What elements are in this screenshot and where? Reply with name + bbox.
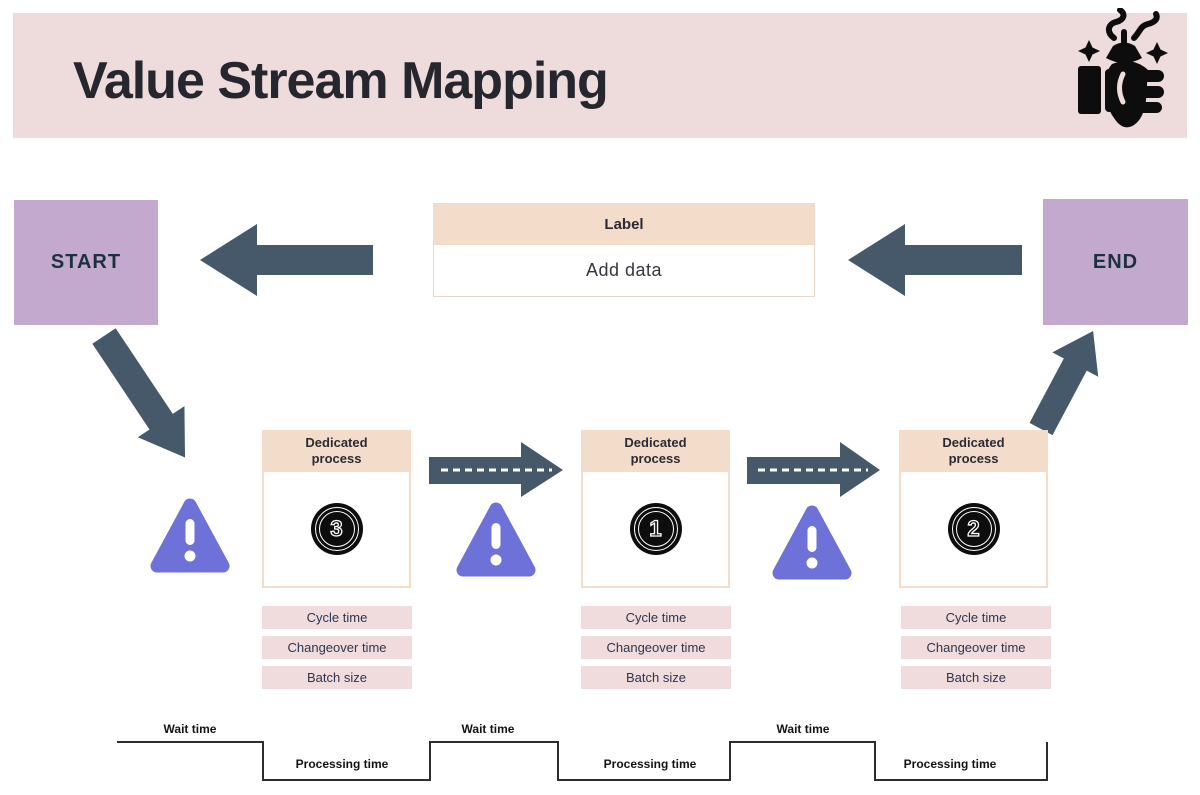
- warning-triangle-3[interactable]: [772, 505, 852, 580]
- metric-batch-size-1[interactable]: Batch size: [262, 666, 412, 689]
- metric-changeover-time-2[interactable]: Changeover time: [581, 636, 731, 659]
- arrow-into-start[interactable]: [200, 224, 373, 296]
- metric-cycle-time-2[interactable]: Cycle time: [581, 606, 731, 629]
- hand-tool-icon: [1078, 8, 1168, 128]
- warning-triangle-1[interactable]: [150, 498, 230, 573]
- metric-changeover-time-3[interactable]: Changeover time: [901, 636, 1051, 659]
- process-box-1-header: Dedicated process: [262, 430, 411, 472]
- step-number-badge-2: 2: [947, 503, 1000, 555]
- exclamation-icon: [185, 519, 195, 545]
- processing-time-label-3: Processing time: [903, 757, 997, 771]
- process-box-2-body: 1: [581, 472, 730, 588]
- process-box-1[interactable]: Dedicated process 3: [262, 430, 411, 588]
- timeline-step-line: [117, 741, 1048, 781]
- exclamation-icon: [807, 526, 817, 552]
- flow-arrow-2[interactable]: [747, 442, 880, 497]
- process-box-2-header: Dedicated process: [581, 430, 730, 472]
- start-node-label: START: [50, 251, 122, 273]
- end-node-label: END: [1092, 250, 1139, 273]
- metric-batch-size-2[interactable]: Batch size: [581, 666, 731, 689]
- warning-triangle-2[interactable]: [456, 502, 536, 577]
- process-box-2[interactable]: Dedicated process 1: [581, 430, 730, 588]
- metric-batch-size-3[interactable]: Batch size: [901, 666, 1051, 689]
- metric-changeover-time-1[interactable]: Changeover time: [262, 636, 412, 659]
- flow-arrow-1[interactable]: [429, 442, 563, 497]
- arrow-into-label[interactable]: [848, 224, 1022, 296]
- metric-cycle-time-3[interactable]: Cycle time: [901, 606, 1051, 629]
- process-box-1-body: 3: [262, 472, 411, 588]
- start-node[interactable]: START: [14, 200, 158, 325]
- wait-time-label-1: Wait time: [163, 722, 217, 736]
- metric-cycle-time-1[interactable]: Cycle time: [262, 606, 412, 629]
- exclamation-icon: [491, 523, 501, 549]
- wait-time-label-3: Wait time: [776, 722, 830, 736]
- page-title: Value Stream Mapping: [73, 52, 609, 110]
- wait-time-label-2: Wait time: [461, 722, 515, 736]
- processing-time-label-2: Processing time: [603, 757, 697, 771]
- end-node[interactable]: END: [1043, 199, 1188, 325]
- label-box[interactable]: Label Add data: [433, 203, 815, 298]
- step-number-badge-3: 3: [310, 503, 363, 555]
- processing-time-label-1: Processing time: [295, 757, 389, 771]
- label-box-body[interactable]: Add data: [433, 245, 815, 297]
- arrow-up-to-end[interactable]: [1018, 319, 1116, 441]
- arrow-start-down[interactable]: [81, 320, 209, 473]
- process-box-3[interactable]: Dedicated process 2: [899, 430, 1048, 588]
- header-band: Value Stream Mapping: [13, 13, 1187, 138]
- label-box-header: Label: [433, 203, 815, 245]
- process-box-3-header: Dedicated process: [899, 430, 1048, 472]
- process-box-3-body: 2: [899, 472, 1048, 588]
- step-number-badge-1: 1: [629, 503, 682, 555]
